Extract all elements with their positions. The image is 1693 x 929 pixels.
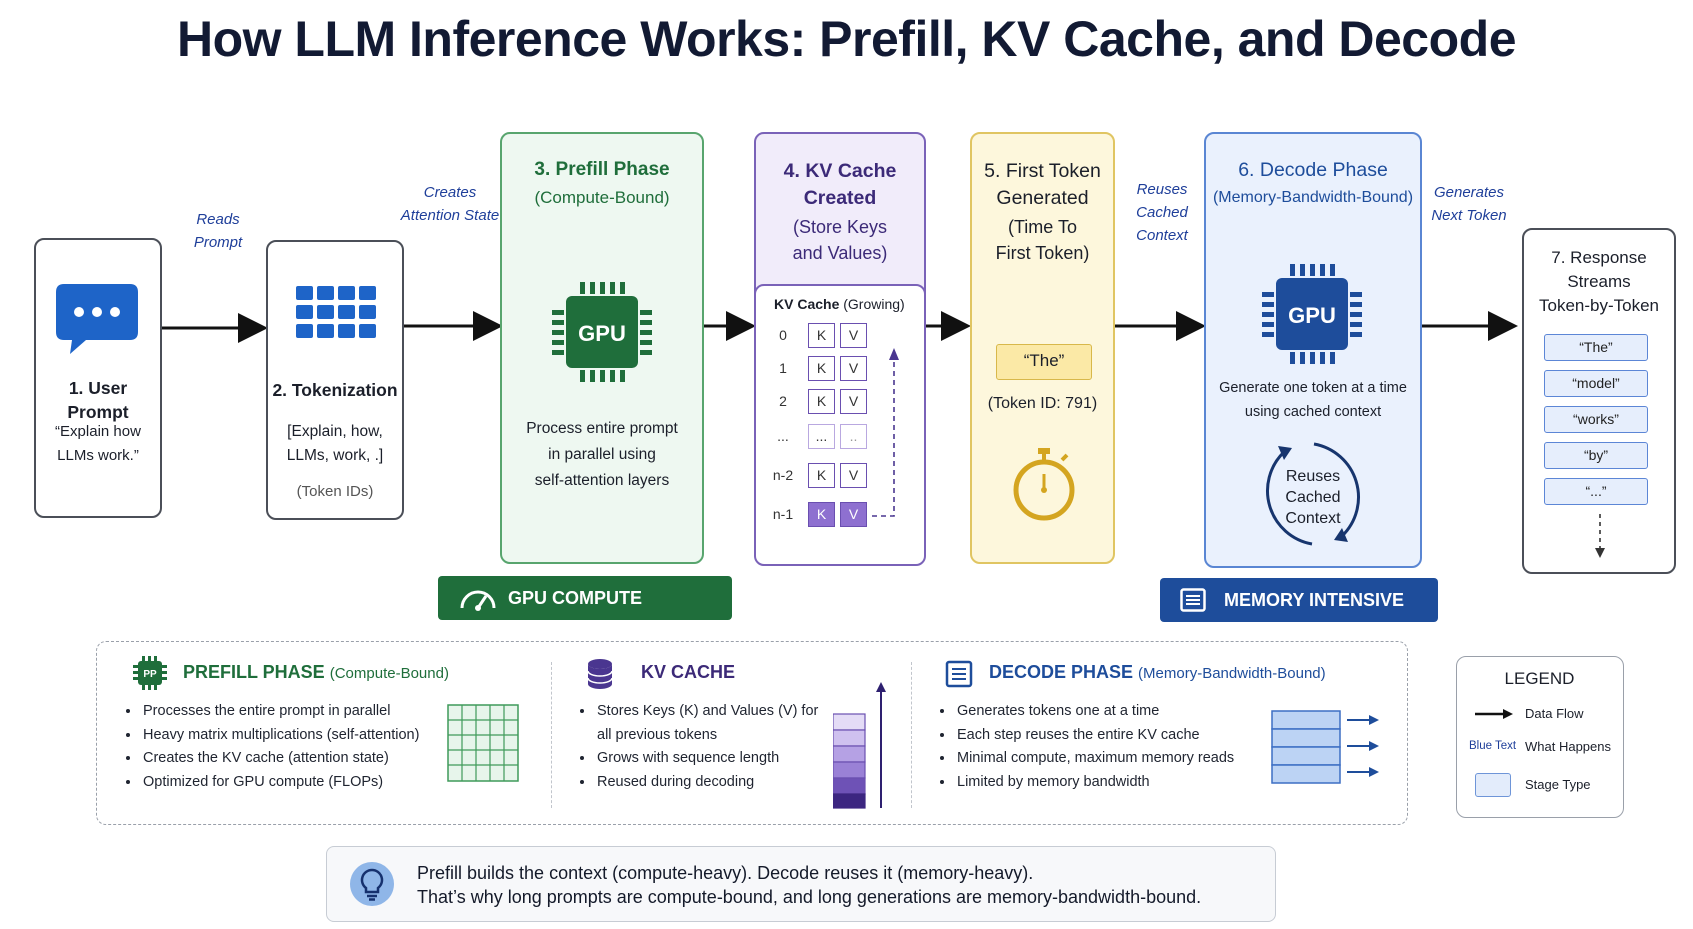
stage-tokenization: 2. Tokenization [Explain, how,LLMs, work… [266,240,404,520]
token-id-label: (Token ID: 791) [987,395,1098,412]
memory-icon [1180,588,1206,612]
legend-title: LEGEND [1504,669,1575,688]
legend-what-happens: What Happens [1525,739,1611,754]
stage-prefill: 3. Prefill Phase (Compute-Bound) GPU Pro… [500,132,704,564]
kv-row: ... ... .. [756,423,906,451]
svg-text:PP: PP [143,669,157,680]
token-ids-note: (Token IDs) [296,483,374,500]
chat-bubble-icon [56,284,138,354]
kv-section-title: KV CACHE [641,662,736,682]
decode-memory-icon [945,660,973,688]
stage-subtitle: (Memory-Bandwidth-Bound) [1212,189,1414,206]
stage-title: 1. User Prompt [67,378,129,422]
svg-text:GPU: GPU [1288,303,1336,328]
kv-bullets: Stores Keys (K) and Values (V) for all p… [577,700,835,794]
svg-text:GPU: GPU [578,321,626,346]
cycle-arrows-icon [1266,442,1360,546]
response-token: “by” [1544,442,1648,469]
kv-row: 2 K V [756,388,906,416]
legend-blue-text: Blue Text [1469,740,1517,752]
gpu-compute-badge: GPU COMPUTE INTENSIVE [438,576,732,652]
stage-title: 2. Tokenization [272,380,398,400]
summary-text: Prefill builds the context (compute-heav… [417,863,1202,907]
stage-text: [Explain, how,LLMs, work, .] [286,423,384,464]
memory-badge: MEMORY INTENSIVE [1160,578,1438,622]
stopwatch-icon [1013,448,1075,521]
lightbulb-icon [350,862,394,906]
kv-row: n-2 K V [756,462,906,490]
legend-stage-type: Stage Type [1525,777,1591,792]
stream-arrow [1595,514,1605,558]
growing-arrow [872,348,899,517]
pp-chip-icon: PP [133,656,167,690]
kv-table-header: KV Cache (Growing) [774,296,905,312]
token-grid-icon [296,286,376,338]
decode-section-title: DECODE PHASE (Memory-Bandwidth-Bound) [989,662,1326,682]
kv-row: 1 K V [756,355,906,383]
legend-stage-swatch [1475,773,1511,797]
gpu-chip-icon: GPU [552,282,652,382]
kv-row-latest: n-1 K V [756,501,906,529]
stage-title: 6. Decode Phase [1238,159,1388,181]
response-token: “works” [1544,406,1648,433]
first-token-chip: “The” [996,344,1092,380]
summary-box: Prefill builds the context (compute-heav… [326,846,1276,922]
legend-arrow-icon [1475,709,1513,719]
details-panel: PP PREFILL PHASE (Compute-Bound) Process… [96,641,1408,825]
response-token: “model” [1544,370,1648,397]
prefill-bullets: Processes the entire prompt in parallel … [123,700,451,794]
response-token: “...” [1544,478,1648,505]
memory-stream-icon [1271,710,1379,784]
legend-data-flow: Data Flow [1525,706,1584,721]
stage-title: 3. Prefill Phase [534,159,670,180]
kv-row: 0 K V [756,322,906,350]
kv-stack-icon [833,682,886,809]
prefill-section-title: PREFILL PHASE (Compute-Bound) [183,662,449,682]
matrix-grid-icon [447,704,519,782]
decode-bullets: Generates tokens one at a time Each step… [937,700,1255,794]
stage-subtitle: (Compute-Bound) [534,188,670,207]
kv-cache-table: KV Cache (Growing) 0 K V 1 K V 2 K V ...… [754,284,926,566]
page-title: How LLM Inference Works: Prefill, KV Cac… [176,11,1517,67]
response-token: “The” [1544,334,1648,361]
gpu-chip-icon: GPU [1262,264,1362,364]
speedometer-icon [460,590,496,611]
stage-decode: 6. Decode Phase (Memory-Bandwidth-Bound)… [1204,132,1422,568]
database-icon [587,659,613,689]
legend: LEGEND Data Flow Blue Text What Happens … [1456,656,1624,818]
